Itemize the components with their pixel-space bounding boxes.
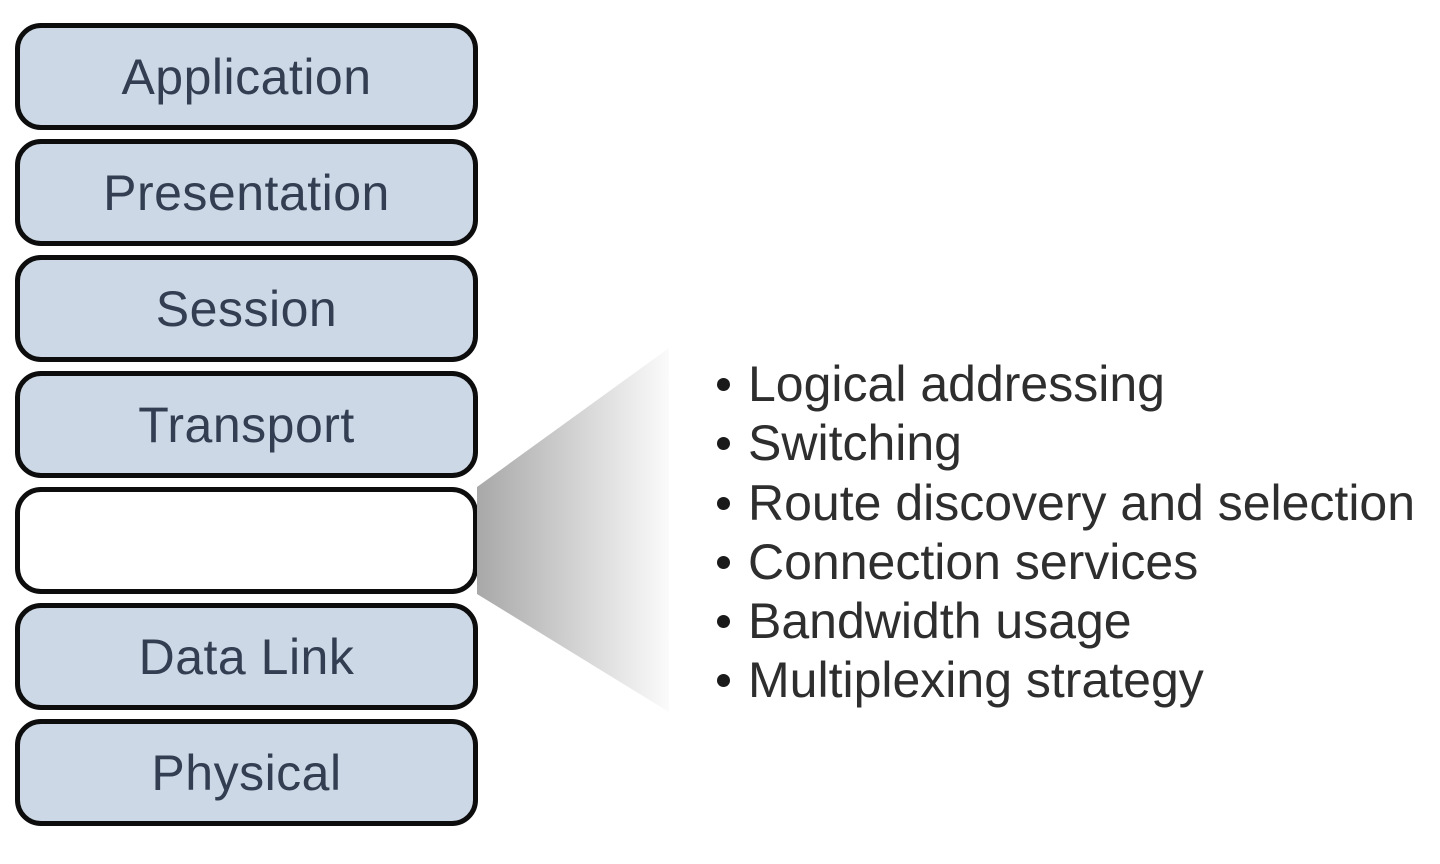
bullet-icon	[717, 615, 730, 629]
list-item-label: Route discovery and selection	[748, 474, 1416, 531]
bullet-icon	[717, 378, 730, 391]
layer-label-data-link: Data Link	[138, 628, 355, 685]
list-item-label: Switching	[748, 415, 962, 472]
layer-box-data-link: Data Link	[15, 603, 478, 710]
bullet-icon	[717, 437, 730, 451]
layer-box-physical: Physical	[15, 719, 478, 826]
bullet-icon	[717, 555, 730, 569]
list-item: Route discovery and selection	[700, 474, 1415, 533]
layer-box-application: Application	[15, 23, 478, 130]
callout-wedge-icon	[477, 348, 669, 712]
layer-box-presentation: Presentation	[15, 139, 478, 246]
list-item-label: Logical addressing	[748, 356, 1165, 412]
list-item: Bandwidth usage	[700, 592, 1415, 651]
list-item: Logical addressing	[700, 355, 1415, 414]
layer-box-transport: Transport	[15, 371, 478, 478]
list-item-label: Bandwidth usage	[748, 593, 1132, 650]
layer-label-session: Session	[155, 280, 338, 337]
layer-label-physical: Physical	[151, 744, 342, 801]
osi-layer-stack: Application Presentation Session Transpo…	[15, 23, 478, 826]
network-functions-list: Logical addressing Switching Route disco…	[700, 355, 1415, 711]
list-item: Multiplexing strategy	[700, 651, 1415, 710]
list-item-label: Multiplexing strategy	[748, 652, 1204, 709]
list-item-label: Connection services	[748, 533, 1199, 590]
layer-label-transport: Transport	[138, 396, 355, 453]
list-item: Switching	[700, 414, 1415, 473]
layer-label-application: Application	[121, 48, 372, 105]
list-item: Connection services	[700, 533, 1415, 592]
layer-label-presentation: Presentation	[103, 164, 390, 221]
bullet-icon	[717, 674, 730, 688]
layer-box-blank-network	[15, 487, 478, 594]
layer-box-session: Session	[15, 255, 478, 362]
bullet-icon	[717, 496, 730, 510]
